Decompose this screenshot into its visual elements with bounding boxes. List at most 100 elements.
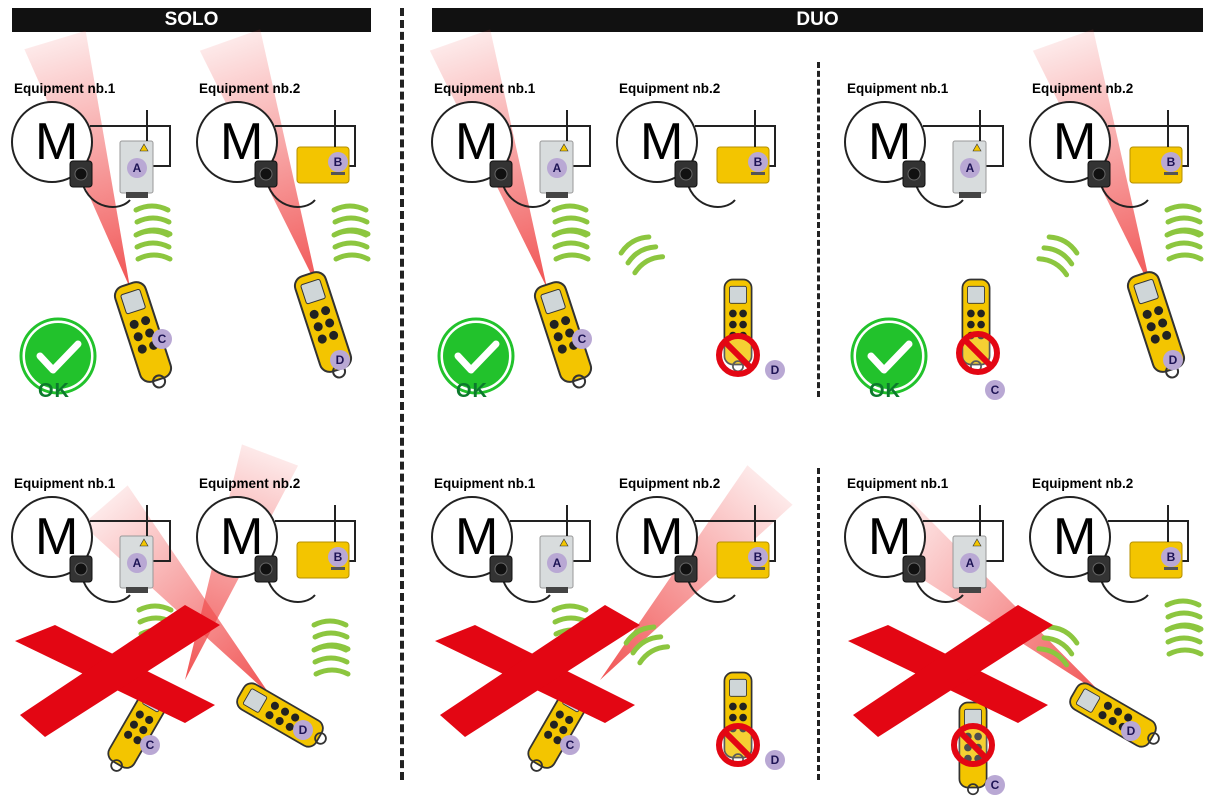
remote-button	[549, 319, 559, 329]
remote-screen	[242, 688, 268, 713]
remote-button	[977, 320, 985, 329]
radio-wave-arc	[1036, 256, 1070, 278]
control-wire	[923, 520, 1004, 562]
start-button-center	[259, 167, 273, 181]
remote-screen	[540, 288, 566, 315]
remote-button	[313, 322, 323, 332]
remote-button	[270, 701, 279, 710]
control-wire	[510, 520, 591, 562]
control-wire	[923, 125, 1004, 167]
motor-label: M	[455, 508, 499, 566]
badge-remote_c: C	[572, 329, 592, 349]
remote-button	[553, 736, 562, 745]
badge-remote_d: D	[1121, 721, 1141, 741]
remote-button	[325, 318, 335, 328]
radio-wave-arc	[1165, 215, 1203, 225]
remote-ring	[152, 374, 167, 389]
remote-button	[739, 320, 747, 329]
remote-button	[145, 715, 154, 724]
duo-header: DUO	[432, 8, 1203, 32]
forbidden-bar	[722, 729, 754, 761]
motor-label: M	[868, 508, 912, 566]
radio-wave-arc	[637, 644, 671, 666]
remote-button	[729, 702, 737, 711]
motor-label: M	[35, 113, 79, 171]
radio-wave-arc	[331, 203, 369, 213]
remote-screen	[120, 288, 146, 315]
motor-label: M	[1053, 113, 1097, 171]
remote-button	[1154, 306, 1164, 316]
ok-label: OK	[869, 380, 901, 402]
forbidden-bar	[957, 729, 989, 761]
remote-button	[977, 309, 985, 318]
remote-button	[317, 334, 327, 344]
receiver-base	[126, 192, 148, 198]
badge-remote_c: C	[985, 775, 1005, 795]
remote-screen	[967, 285, 985, 304]
forbidden-icon	[716, 333, 760, 377]
radio-wave-arc	[552, 215, 590, 225]
remote-control-icon	[236, 682, 327, 748]
radio-wave-arc	[134, 215, 172, 225]
badge-remote_c: C	[152, 329, 172, 349]
radio-wave-icon	[551, 228, 591, 262]
remote-button	[544, 730, 553, 739]
remote-button	[135, 710, 144, 719]
motor-label: M	[1053, 508, 1097, 566]
radio-wave-arc	[553, 252, 591, 262]
radio-wave-icon	[311, 643, 351, 677]
remote-button	[129, 319, 139, 329]
remote-button	[137, 344, 147, 354]
ok-label: OK	[456, 380, 488, 402]
radio-wave-arc	[133, 228, 171, 238]
remote-body	[1069, 682, 1157, 748]
start-button-center	[259, 562, 273, 576]
ok-check-tick	[454, 340, 500, 374]
radio-wave-arc	[136, 603, 174, 613]
equipment1-label: Equipment nb.1	[434, 81, 536, 96]
remote-button	[124, 730, 133, 739]
equipment2-label: Equipment nb.2	[199, 81, 301, 96]
start-button-center	[1092, 167, 1106, 181]
remote-button	[739, 309, 747, 318]
ok-check-disc	[856, 323, 922, 389]
start-button-center	[494, 562, 508, 576]
remote-button	[275, 716, 284, 726]
radio-wave-arc	[1165, 610, 1203, 620]
red-cross-icon	[848, 605, 1053, 737]
badge-remote_c: C	[140, 735, 160, 755]
radio-wave-arc	[332, 240, 370, 250]
radio-wave-arc	[1164, 203, 1202, 213]
radio-wave-arc	[311, 618, 349, 628]
radio-wave-arc	[630, 634, 664, 656]
remote-button	[729, 713, 737, 722]
duo-top-separator	[817, 62, 820, 397]
start-button-center	[907, 167, 921, 181]
solo-duo-separator	[400, 8, 404, 780]
warning-icon	[139, 143, 149, 152]
remote-screen	[1133, 278, 1159, 305]
remote-button	[729, 320, 737, 329]
red-cross-stroke	[20, 605, 220, 737]
radio-wave-arc	[1046, 234, 1080, 256]
button-cable	[1099, 181, 1149, 208]
receiver-base	[959, 587, 981, 593]
remote-control-icon	[533, 281, 593, 389]
radio-wave-arc	[1165, 635, 1203, 645]
badge-remote_d: D	[293, 720, 313, 740]
button-cable	[686, 576, 736, 603]
radio-wave-icon	[1036, 624, 1080, 668]
radio-wave-arc	[1164, 598, 1202, 608]
remote-button	[280, 707, 290, 716]
equipment-unit	[11, 496, 171, 603]
control-wire	[510, 125, 591, 167]
start-button-center	[907, 562, 921, 576]
radio-wave-arc	[551, 228, 589, 238]
equipment2-label: Equipment nb.2	[1032, 476, 1134, 491]
remote-ring	[530, 759, 543, 772]
ok-check-disc	[25, 323, 91, 389]
beam-icon	[874, 501, 1103, 695]
remote-button	[549, 720, 559, 729]
button-cable	[501, 576, 551, 603]
